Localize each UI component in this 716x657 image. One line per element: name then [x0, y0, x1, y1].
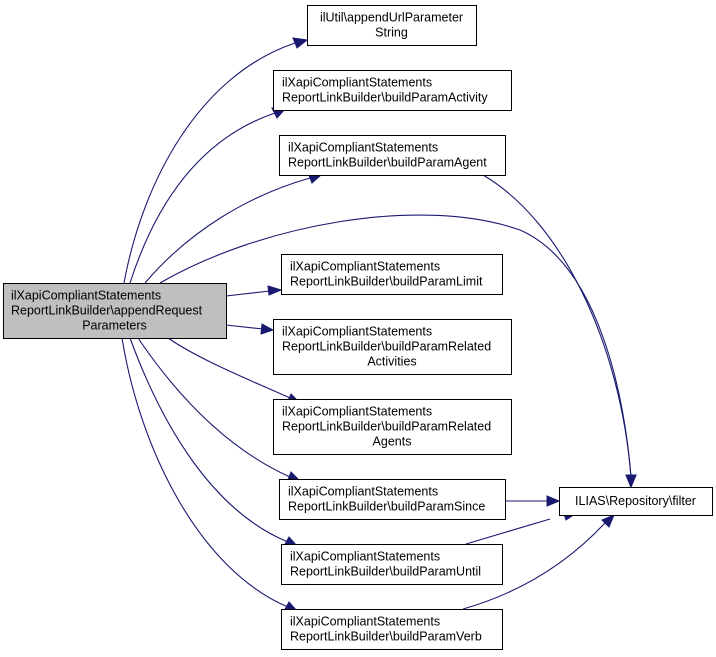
node-buildParamActivity[interactable]: ilXapiCompliantStatementsReportLinkBuild…	[273, 70, 512, 111]
node-label-line: Agents	[373, 435, 412, 449]
node-label-line: ReportLinkBuilder\buildParamRelated	[282, 420, 491, 434]
edge-buildParamSince-to-filter	[505, 495, 561, 507]
node-label-line: ilXapiCompliantStatements	[288, 141, 438, 155]
source-node[interactable]: ilXapiCompliantStatementsReportLinkBuild…	[3, 283, 227, 339]
node-buildParamRelatedActivities[interactable]: ilXapiCompliantStatementsReportLinkBuild…	[273, 319, 512, 375]
node-label-line: ilXapiCompliantStatements	[290, 260, 440, 274]
node-buildParamSince[interactable]: ilXapiCompliantStatementsReportLinkBuild…	[279, 479, 506, 520]
node-box	[273, 319, 512, 375]
node-label-line: ILIAS\Repository\filter	[575, 494, 696, 508]
edge-line	[137, 337, 291, 478]
edge-line	[129, 337, 289, 543]
node-label-line: ilXapiCompliantStatements	[290, 550, 440, 564]
edge-line	[159, 214, 632, 478]
edge-appendRequestParameters-to-buildParamLimit	[225, 285, 283, 297]
node-label-line: ilUtil\appendUrlParameter	[320, 11, 463, 25]
arrowhead-icon	[546, 495, 561, 507]
node-label-line: ilXapiCompliantStatements	[288, 485, 438, 499]
edge-buildParamVerb-to-filter	[462, 514, 615, 610]
node-label-line: Parameters	[82, 319, 147, 333]
node-label-line: ilXapiCompliantStatements	[282, 76, 432, 90]
node-box	[281, 609, 503, 650]
node-box	[273, 70, 512, 111]
arrowhead-icon	[260, 323, 275, 335]
node-label-line: ReportLinkBuilder\buildParamSince	[288, 500, 485, 514]
node-label-line: String	[375, 26, 408, 40]
edge-line	[123, 42, 296, 284]
node-box	[279, 479, 506, 520]
edge-line	[144, 177, 311, 284]
arrowhead-icon	[625, 474, 637, 489]
node-buildParamVerb[interactable]: ilXapiCompliantStatementsReportLinkBuild…	[281, 609, 503, 650]
node-label-line: ilXapiCompliantStatements	[282, 405, 432, 419]
node-label-line: ReportLinkBuilder\buildParamAgent	[288, 156, 487, 170]
edge-line	[225, 324, 264, 330]
node-box	[307, 5, 477, 46]
edge-appendRequestParameters-to-buildParamRelatedActivities	[225, 323, 275, 335]
node-label-line: ilXapiCompliantStatements	[11, 289, 161, 303]
node-label-line: ReportLinkBuilder\appendRequest	[11, 304, 203, 318]
arrowhead-icon	[292, 37, 309, 49]
node-box	[559, 487, 713, 516]
node-buildParamLimit[interactable]: ilXapiCompliantStatementsReportLinkBuild…	[281, 254, 503, 295]
edge-line	[121, 337, 289, 608]
node-box	[3, 283, 227, 339]
nodes-layer: ilXapiCompliantStatementsReportLinkBuild…	[3, 5, 713, 650]
edge-line	[482, 174, 632, 478]
node-box	[281, 254, 503, 295]
node-box	[279, 135, 506, 176]
edge-appendRequestParameters-to-appendUrlParameterString	[123, 37, 309, 284]
edge-line	[462, 522, 606, 610]
node-buildParamAgent[interactable]: ilXapiCompliantStatementsReportLinkBuild…	[279, 135, 506, 176]
node-label-line: ilXapiCompliantStatements	[290, 615, 440, 629]
edge-appendRequestParameters-to-buildParamUntil	[129, 337, 299, 547]
node-label-line: ReportLinkBuilder\buildParamVerb	[290, 630, 482, 644]
edge-buildParamAgent-to-filter	[482, 174, 637, 489]
node-box	[281, 544, 503, 585]
edge-line	[129, 112, 276, 284]
node-label-line: ReportLinkBuilder\buildParamActivity	[282, 91, 488, 105]
node-label-line: ilXapiCompliantStatements	[282, 325, 432, 339]
node-filter[interactable]: ILIAS\Repository\filter	[559, 487, 713, 516]
arrowhead-icon	[601, 514, 615, 528]
edge-line	[465, 518, 551, 545]
node-label-line: ReportLinkBuilder\buildParamLimit	[290, 275, 483, 289]
node-label-line: ReportLinkBuilder\buildParamUntil	[290, 565, 481, 579]
edge-appendRequestParameters-to-buildParamVerb	[121, 337, 299, 612]
arrowhead-icon	[267, 285, 283, 296]
node-buildParamRelatedAgents[interactable]: ilXapiCompliantStatementsReportLinkBuild…	[273, 399, 512, 455]
node-buildParamUntil[interactable]: ilXapiCompliantStatementsReportLinkBuild…	[281, 544, 503, 585]
node-label-line: Activities	[367, 355, 416, 369]
node-box	[273, 399, 512, 455]
node-label-line: ReportLinkBuilder\buildParamRelated	[282, 340, 491, 354]
edge-line	[225, 290, 271, 297]
edge-line	[167, 337, 291, 399]
